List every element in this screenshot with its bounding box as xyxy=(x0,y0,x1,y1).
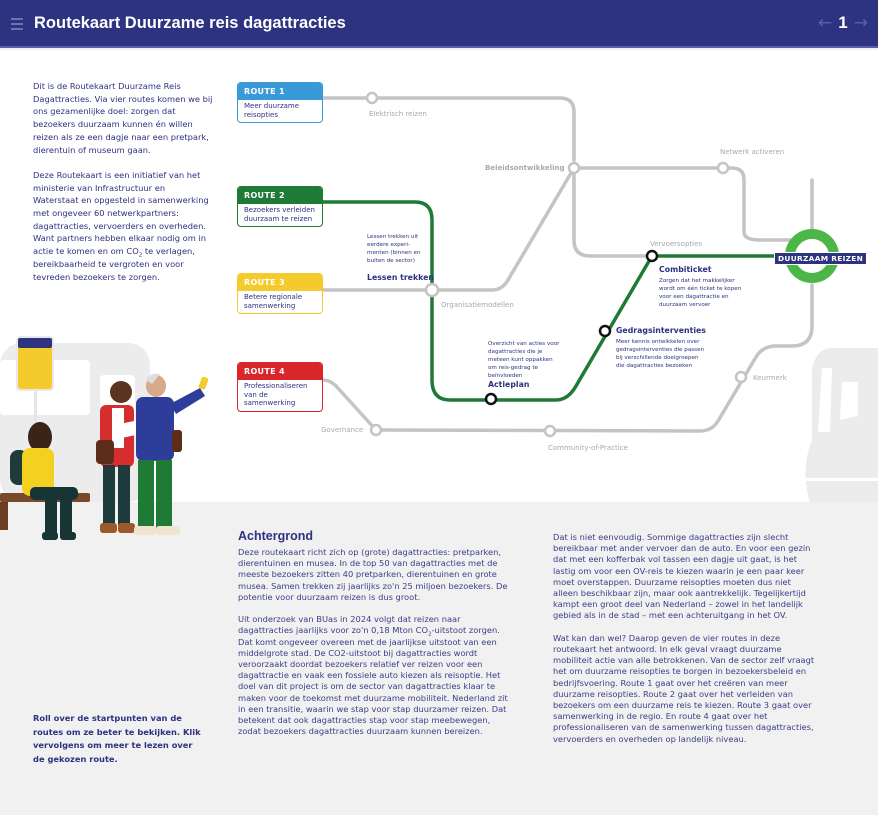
article-col1-p2-start: Uit onderzoek van BUas in 2024 volgt dat… xyxy=(238,614,461,636)
intro-paragraph-2-start: Deze Routekaart is een initiatief van he… xyxy=(33,169,209,257)
label-community-of-practice: Community-of-Practice xyxy=(548,444,628,452)
actieplan-title[interactable]: Actieplan xyxy=(488,380,530,389)
article-col2-p2: Wat kan dan wel? Daarop geven de vier ro… xyxy=(553,632,815,744)
label-beleidsontwikkeling: Beleidsontwikkeling xyxy=(485,164,565,172)
route-card-2[interactable]: ROUTE 2 Bezoekers verleiden duurzaam te … xyxy=(237,186,323,227)
label-elektrisch-reizen: Elektrisch reizen xyxy=(369,110,427,118)
route-card-3[interactable]: ROUTE 3 Betere regionale samenwerking xyxy=(237,273,323,314)
arrow-left-icon[interactable]: ← xyxy=(818,12,833,33)
route3-line xyxy=(321,166,576,292)
article-heading: Achtergrond xyxy=(238,529,313,543)
intro-paragraph-1: Dit is de Routekaart Duurzame Reis Dagat… xyxy=(33,81,213,155)
station-elektrisch-reizen xyxy=(365,91,379,105)
station-governance xyxy=(369,423,383,437)
actieplan-description: Overzicht van acties voor dagattracties … xyxy=(488,341,560,379)
label-governance: Governance xyxy=(321,426,364,434)
station-keurmerk xyxy=(734,370,748,384)
station-organisatiemodellen xyxy=(424,282,440,298)
station-netwerk-activeren xyxy=(716,161,730,175)
article-col1-p2: Uit onderzoek van BUas in 2024 volgt dat… xyxy=(238,614,510,737)
route-2-label: ROUTE 2 xyxy=(238,187,322,204)
route1-line xyxy=(321,96,792,242)
background-panel xyxy=(0,502,878,815)
hover-hint: Roll over de startpunten van de routes o… xyxy=(33,713,201,764)
app-title: Routekaart Duurzame reis dagattracties xyxy=(34,14,346,32)
route-3-description: Betere regionale samenwerking xyxy=(244,293,303,310)
page-number: 1 xyxy=(838,13,848,32)
label-keurmerk: Keurmerk xyxy=(753,374,787,382)
label-organisatiemodellen: Organisatiemodellen xyxy=(441,301,514,309)
destination-label[interactable]: DUURZAAM REIZEN xyxy=(774,252,868,265)
seated-woman xyxy=(10,422,78,540)
combiticket-title[interactable]: Combiticket xyxy=(659,265,712,274)
gedragsinterventies-description: Meer kennis ontwikkelen over gedragsinte… xyxy=(616,339,705,369)
route-4-label: ROUTE 4 xyxy=(238,363,322,380)
lessen-trekken-title[interactable]: Lessen trekken xyxy=(367,273,434,282)
label-netwerk-activeren: Netwerk activeren xyxy=(720,148,785,156)
route-card-4[interactable]: ROUTE 4 Professionaliseren van de samenw… xyxy=(237,362,323,412)
label-vervoersopties: Vervoersopties xyxy=(650,240,703,248)
bus-stop-sign xyxy=(18,338,52,389)
route-3-label: ROUTE 3 xyxy=(238,274,322,291)
article-col2-p1: Dat is niet eenvoudig. Sommige dagattrac… xyxy=(553,532,811,621)
combiticket-description: Zorgen dat het makkelijker wordt om één … xyxy=(659,278,742,308)
pager: ← 1 → xyxy=(818,13,868,33)
route-4-description: Professionaliseren van de samenwerking xyxy=(244,382,308,407)
station-actieplan xyxy=(484,392,498,406)
woman-red-coat xyxy=(96,381,148,533)
route-2-description: Bezoekers verleiden duurzaam te reizen xyxy=(244,206,315,223)
intro-paragraph-2-end: te verlagen, bereikbaarheid te vergroten… xyxy=(33,246,195,282)
intro-paragraph-2: Deze Routekaart is een initiatief van he… xyxy=(33,169,213,283)
gedragsinterventies-title[interactable]: Gedragsinterventies xyxy=(616,326,706,335)
route-1-description: Meer duurzame reisopties xyxy=(244,102,300,119)
station-beleidsontwikkeling xyxy=(567,161,581,175)
older-man xyxy=(134,373,209,535)
route1-branch xyxy=(572,166,654,258)
article-column-1: Achtergrond Deze routekaart richt zich o… xyxy=(238,529,510,749)
top-bar: Routekaart Duurzame reis dagattracties ←… xyxy=(0,0,878,48)
hamburger-icon[interactable] xyxy=(11,18,23,30)
route-card-1[interactable]: ROUTE 1 Meer duurzame reisopties xyxy=(237,82,323,123)
route2-line xyxy=(321,200,792,402)
lessen-trekken-description: Lessen trekken uit eerdere experi-menten… xyxy=(367,234,421,264)
station-community-of-practice xyxy=(543,424,557,438)
people-at-bus-stop-illustration xyxy=(0,336,209,540)
arrow-right-icon[interactable]: → xyxy=(853,12,868,33)
co2-subscript: 2 xyxy=(138,252,143,259)
article-col1-p1: Deze routekaart richt zich op (grote) da… xyxy=(238,547,508,602)
intro-text: Dit is de Routekaart Duurzame Reis Dagat… xyxy=(33,80,213,296)
bus-silhouette-right xyxy=(796,348,878,502)
article-col1-p2-end: -uitstoot zorgen. Dat komt ongeveer over… xyxy=(238,625,508,737)
station-combiticket xyxy=(645,249,659,263)
article-column-2: Dat is niet eenvoudig. Sommige dagattrac… xyxy=(553,532,818,756)
route4-line xyxy=(321,283,814,433)
station-gedragsinterventies xyxy=(598,324,612,338)
route-1-label: ROUTE 1 xyxy=(238,83,322,100)
co2-subscript-article: 2 xyxy=(428,632,432,639)
